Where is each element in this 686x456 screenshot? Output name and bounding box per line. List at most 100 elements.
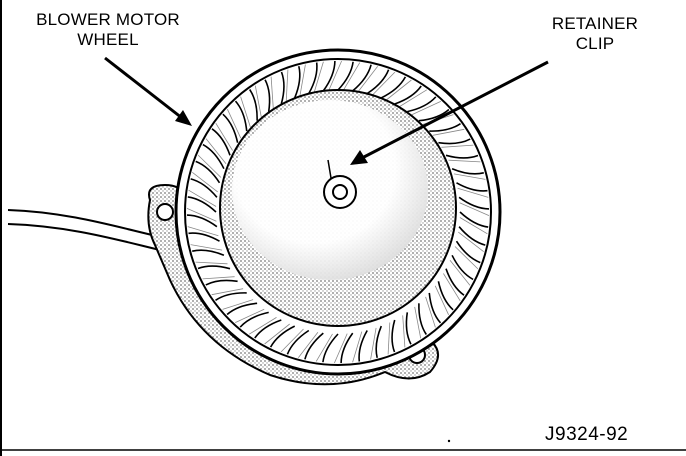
- fan-blade: [226, 302, 258, 316]
- fan-blade: [205, 279, 238, 286]
- fan-blade: [451, 167, 484, 175]
- fan-blade: [375, 325, 383, 358]
- fan-blade: [211, 128, 231, 156]
- wire-harness: [7, 209, 166, 251]
- fan-blade: [405, 312, 412, 345]
- fan-blade-shade: [414, 306, 422, 339]
- fan-blade-shade: [411, 101, 441, 116]
- fan-blade: [222, 113, 239, 143]
- fan-blade: [190, 178, 218, 198]
- fan-blade-shade: [270, 76, 274, 109]
- fan-blade: [391, 319, 396, 353]
- fan-blade: [445, 154, 479, 159]
- fan-blade: [445, 268, 465, 296]
- fan-blade: [366, 69, 390, 95]
- fan-blade: [458, 226, 486, 246]
- fan-blade-shade: [453, 173, 486, 180]
- fan-blade-shade: [227, 109, 242, 139]
- fan-blade-shade: [280, 328, 304, 353]
- fan-blade-shade: [328, 60, 342, 91]
- fan-blade: [418, 108, 450, 122]
- fan-blade-shade: [457, 187, 489, 198]
- mount-hole-left: [156, 203, 174, 221]
- figure-id: J9324-92: [545, 424, 629, 445]
- fan-blade-shade: [334, 333, 348, 364]
- fan-blade-shade: [443, 273, 461, 302]
- fan-blade: [322, 60, 336, 92]
- fan-blade: [438, 138, 471, 145]
- fan-blade: [429, 123, 461, 132]
- fan-blade-shade: [205, 138, 227, 164]
- fan-blade: [264, 79, 271, 112]
- fan-blade-shade: [202, 276, 235, 280]
- fan-blade: [280, 71, 285, 105]
- fan-blade-shade: [402, 315, 406, 348]
- fan-blade: [340, 332, 354, 364]
- label-blower-motor-wheel: BLOWER MOTOR WHEEL: [28, 10, 188, 50]
- fan-blade: [322, 333, 339, 363]
- leader-retainer-clip: [350, 60, 549, 165]
- fan-blade: [197, 265, 231, 270]
- fan-blade: [380, 76, 407, 99]
- fan-blade-shade: [458, 231, 484, 253]
- fan-blade: [286, 329, 310, 355]
- fan-blade-shade: [313, 61, 324, 93]
- fan-blade-shade: [357, 66, 379, 92]
- fan-blade: [451, 254, 474, 281]
- fan-blade: [455, 240, 481, 264]
- fan-blade-shade: [434, 285, 449, 315]
- fan-blade-shade: [197, 154, 222, 178]
- fan-blade-shade: [386, 79, 412, 101]
- fan-blade-shade: [343, 62, 361, 91]
- fan-blade-shade: [432, 128, 465, 136]
- fan-blade-shade: [449, 260, 471, 286]
- fan-blade: [456, 182, 488, 192]
- fan-blade-shade: [454, 246, 479, 270]
- fan-blade-shade: [459, 202, 490, 216]
- fan-blade: [187, 196, 217, 213]
- fan-blade: [192, 249, 225, 257]
- fan-blade-shade: [240, 96, 251, 128]
- fan-blade: [352, 64, 372, 92]
- fan-blade: [308, 62, 318, 94]
- fan-blade-shade: [370, 327, 377, 360]
- fan-blade: [304, 332, 324, 360]
- fan-blade: [188, 232, 220, 242]
- fan-blade-shade: [215, 122, 233, 151]
- fan-blade: [186, 214, 218, 228]
- fan-blade: [215, 292, 247, 301]
- fan-blade-shade: [448, 159, 481, 163]
- fan-blade-shade: [387, 322, 391, 355]
- label-blower-motor-wheel-line-1: BLOWER MOTOR: [36, 10, 180, 29]
- fan-blade-shade: [254, 85, 262, 118]
- fan-blade-shade: [299, 64, 306, 97]
- wheel-blades: [186, 60, 490, 364]
- fan-blade-shade: [190, 244, 223, 251]
- fan-blade: [293, 66, 301, 99]
- fan-blade-shade: [264, 323, 290, 345]
- fan-blade-shade: [187, 226, 219, 237]
- fan-blade-shade: [222, 299, 254, 310]
- label-retainer-clip-line-2: CLIP: [575, 34, 615, 53]
- fan-blade-shade: [372, 71, 396, 96]
- fan-blade-shade: [192, 171, 218, 193]
- fan-blade-shade: [352, 331, 363, 363]
- fan-blade: [428, 292, 442, 324]
- fan-blade-shade: [211, 288, 244, 296]
- fan-blade-shade: [315, 333, 333, 362]
- fan-blade-shade: [235, 308, 265, 323]
- fan-blade-shade: [186, 208, 217, 222]
- fan-blade: [269, 325, 296, 348]
- fan-blade: [458, 196, 490, 210]
- fan-blade: [437, 281, 454, 311]
- fan-blade-shade: [248, 317, 277, 335]
- label-blower-motor-wheel-line-2: WHEEL: [77, 30, 139, 49]
- fan-blade: [202, 143, 225, 170]
- fan-blade-shade: [425, 296, 436, 328]
- fan-blade: [195, 160, 221, 184]
- fan-blade-shade: [297, 332, 319, 358]
- fan-blade-shade: [399, 89, 428, 107]
- fan-blade: [358, 330, 368, 362]
